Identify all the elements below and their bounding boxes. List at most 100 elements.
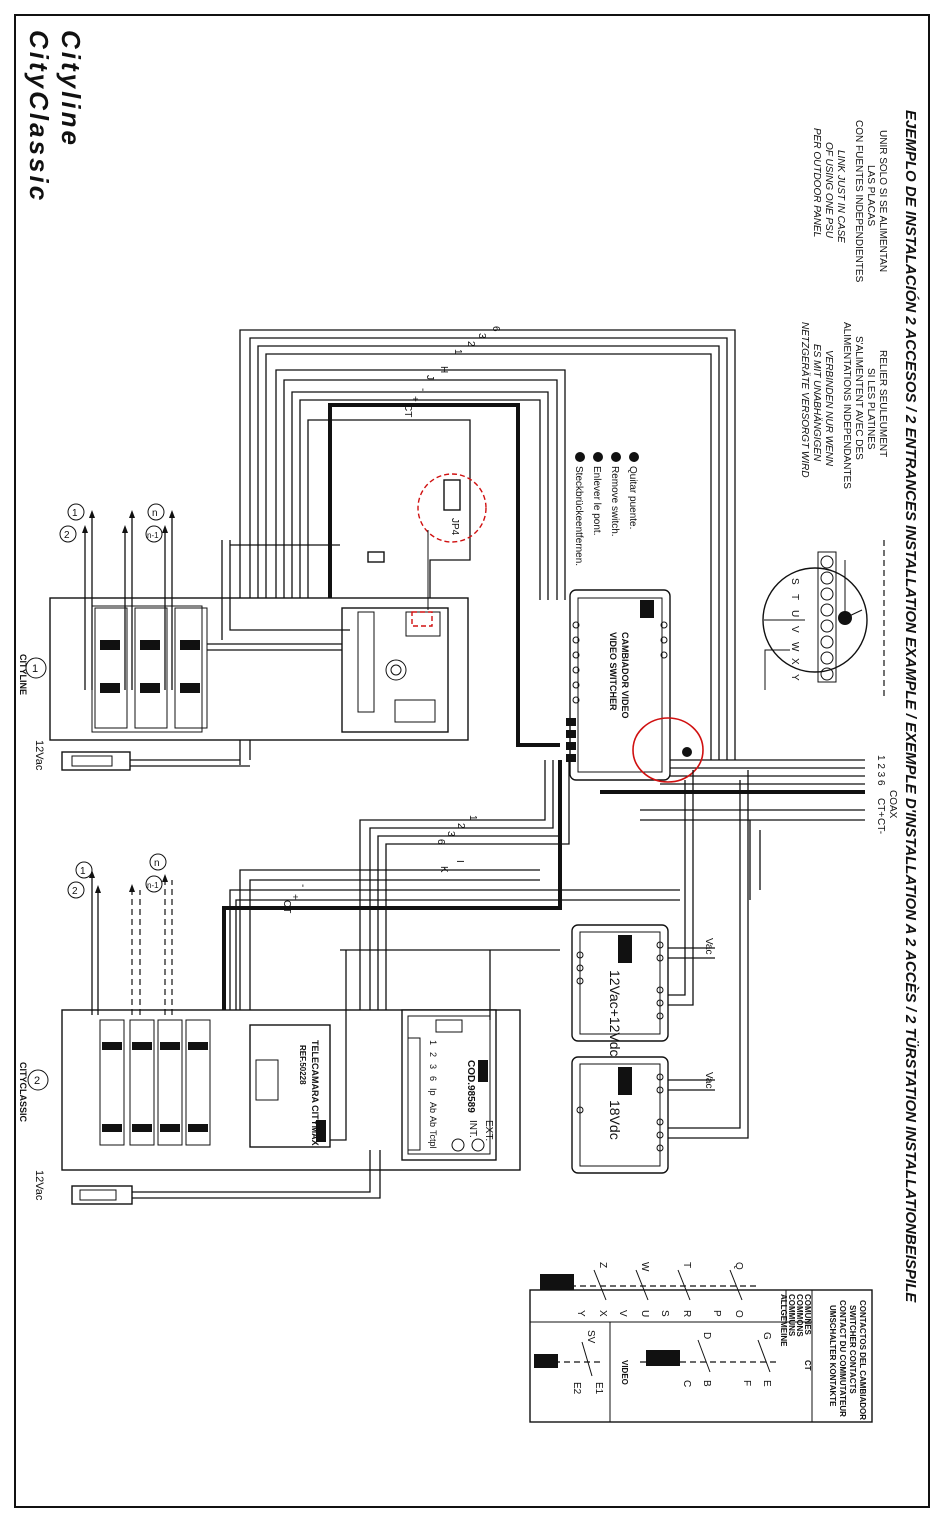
svg-text:3: 3 xyxy=(476,333,487,339)
svg-text:E2: E2 xyxy=(571,1382,582,1395)
svg-text:1: 1 xyxy=(80,866,86,877)
riser-labels: 1 2 3 6 CT+ CT- COAX xyxy=(875,755,898,834)
note-en: LINK JUST IN CASE OF USING ONE PSU PER O… xyxy=(811,128,846,243)
svg-text:UMSCHALTER KONTAKTE: UMSCHALTER KONTAKTE xyxy=(828,1305,837,1407)
svg-text:D: D xyxy=(701,1332,712,1339)
svg-text:CON FUENTES INDEPENDIENTES: CON FUENTES INDEPENDIENTES xyxy=(853,120,864,283)
svg-text:2: 2 xyxy=(465,341,476,347)
contacts-commons-header: COMUNES COMMONS COMMUNS ALLGEMEINE xyxy=(779,1294,812,1347)
svg-text:S: S xyxy=(659,1310,670,1317)
video-switcher: CAMBIADOR VIDEO VIDEO SWITCHER xyxy=(566,589,704,783)
svg-text:COAX: COAX xyxy=(887,790,898,819)
svg-text:18Vdc: 18Vdc xyxy=(607,1100,623,1140)
svg-text:I: I xyxy=(454,860,465,863)
svg-text:2: 2 xyxy=(455,823,466,829)
svg-text:CITYCLASSIC: CITYCLASSIC xyxy=(18,1062,28,1123)
svg-text:T: T xyxy=(681,1262,692,1268)
svg-text:E1: E1 xyxy=(593,1382,604,1395)
svg-text:Ip: Ip xyxy=(428,1088,438,1096)
svg-text:VERBINDEN NUR WENN: VERBINDEN NUR WENN xyxy=(823,350,834,467)
svg-text:1 2 3 6: 1 2 3 6 xyxy=(875,755,886,786)
svg-text:n: n xyxy=(154,858,160,869)
svg-text:E: E xyxy=(761,1380,772,1387)
wire-bundle-top xyxy=(239,329,736,765)
note-fr: RELIER SEULEUMENT SI LES PLATINES S'ALIM… xyxy=(841,322,888,489)
svg-text:CT: CT xyxy=(402,404,413,417)
svg-text:G: G xyxy=(761,1332,772,1340)
svg-text:2: 2 xyxy=(34,1075,40,1087)
svg-text:SWITCHER CONTACTS: SWITCHER CONTACTS xyxy=(848,1305,857,1394)
svg-text:COMMONS: COMMONS xyxy=(795,1294,804,1337)
svg-text:OF USING ONE PSU: OF USING ONE PSU xyxy=(823,142,834,239)
svg-text:2: 2 xyxy=(428,1052,438,1057)
svg-text:NETZGERÄTE VERSORGT WIRD: NETZGERÄTE VERSORGT WIRD xyxy=(799,322,811,478)
svg-text:S: S xyxy=(789,578,800,585)
note-es: UNIR SOLO SI SE ALIMENTAN LAS PLACAS CON… xyxy=(853,120,888,283)
svg-text:12Vac: 12Vac xyxy=(33,740,45,771)
svg-text:EXT.: EXT. xyxy=(483,1120,494,1141)
svg-text:REF.50228: REF.50228 xyxy=(298,1045,307,1085)
svg-text:Tctpl: Tctpl xyxy=(428,1130,438,1149)
svg-text:Quitar puente.: Quitar puente. xyxy=(627,466,638,529)
svg-text:S'ALIMENTENT AVEC DES: S'ALIMENTENT AVEC DES xyxy=(853,336,864,460)
svg-text:X: X xyxy=(789,658,800,665)
svg-text:Y: Y xyxy=(789,674,800,681)
svg-text:3: 3 xyxy=(445,831,456,837)
svg-text:1: 1 xyxy=(467,815,478,821)
svg-text:6: 6 xyxy=(428,1076,438,1081)
psu-b: 18Vdc Vac xyxy=(571,770,749,1174)
svg-text:+: + xyxy=(409,396,420,402)
contacts-table: CONTACTOS DEL CAMBIADOR SWITCHER CONTACT… xyxy=(529,1262,873,1423)
zoom-detail: S T U V W X Y xyxy=(762,540,885,700)
svg-text:RELIER SEULEUMENT: RELIER SEULEUMENT xyxy=(877,350,888,457)
svg-text:VIDEO SWITCHER: VIDEO SWITCHER xyxy=(608,632,618,711)
svg-text:UNIR SOLO SI SE ALIMENTAN: UNIR SOLO SI SE ALIMENTAN xyxy=(877,130,888,272)
svg-text:B: B xyxy=(701,1380,712,1387)
svg-text:6: 6 xyxy=(435,839,446,845)
panel-cityclassic: TELECAMARA CITYMAX REF.50228 COD.98589 1… xyxy=(18,853,560,1205)
svg-text:O: O xyxy=(733,1310,744,1318)
svg-text:COMUNES: COMUNES xyxy=(803,1294,812,1336)
svg-text:LINK JUST IN CASE: LINK JUST IN CASE xyxy=(835,150,846,243)
svg-text:Y: Y xyxy=(575,1310,586,1317)
svg-text:CT: CT xyxy=(281,900,292,913)
wire-labels-mid: 1 2 3 6 I K - + CT xyxy=(281,815,478,913)
svg-text:V: V xyxy=(789,626,800,633)
svg-text:CT-: CT- xyxy=(875,818,886,834)
svg-text:PER OUTDOOR PANEL: PER OUTDOOR PANEL xyxy=(811,128,822,237)
brand-line1: Cityline xyxy=(56,30,86,148)
svg-text:CT: CT xyxy=(803,1360,812,1371)
svg-text:Enlever le pont.: Enlever le pont. xyxy=(591,466,602,536)
svg-text:TELECAMARA CITYMAX: TELECAMARA CITYMAX xyxy=(310,1040,320,1146)
svg-text:n-1: n-1 xyxy=(147,531,159,540)
svg-text:T: T xyxy=(789,594,800,600)
svg-text:1: 1 xyxy=(428,1040,438,1045)
jumper-legend: Quitar puente. Remove switch. Enlever le… xyxy=(573,452,639,566)
svg-text:2: 2 xyxy=(72,886,78,897)
panel-cityline: 1 2 n-1 n 1 CITYLINE 12Vac xyxy=(18,503,469,771)
wire-labels-top: 6 3 2 1 H J - + CT xyxy=(402,326,501,417)
svg-text:W: W xyxy=(639,1262,650,1272)
svg-text:COMMUNS: COMMUNS xyxy=(787,1294,796,1337)
svg-text:K: K xyxy=(438,866,449,873)
svg-text:Steckbrückeentfernen.: Steckbrückeentfernen. xyxy=(573,466,584,566)
svg-text:CT+: CT+ xyxy=(875,798,886,817)
svg-text:Vac: Vac xyxy=(703,938,714,955)
svg-text:+: + xyxy=(289,894,300,900)
note-de: VERBINDEN NUR WENN ES MIT UNABHÄNGIGEN N… xyxy=(799,322,834,478)
svg-text:INT.: INT. xyxy=(467,1120,478,1138)
svg-text:P: P xyxy=(711,1310,722,1317)
svg-text:ES MIT UNABHÄNGIGEN: ES MIT UNABHÄNGIGEN xyxy=(811,344,823,462)
svg-text:H: H xyxy=(438,366,449,373)
svg-text:LAS PLACAS: LAS PLACAS xyxy=(865,165,876,226)
video-rows: SV E1 E2 xyxy=(534,1330,604,1395)
svg-text:W: W xyxy=(789,642,800,652)
svg-text:V: V xyxy=(617,1310,628,1317)
audio-terminals: 1 2 3 6 Ip Ab Ab Tctpl xyxy=(407,1037,438,1151)
svg-text:Vac: Vac xyxy=(703,1072,714,1089)
svg-text:Ab: Ab xyxy=(428,1116,438,1127)
svg-text:VIDEO: VIDEO xyxy=(620,1360,629,1385)
svg-text:SV: SV xyxy=(585,1330,596,1344)
ct-rows: G E F D B C xyxy=(640,1332,780,1387)
